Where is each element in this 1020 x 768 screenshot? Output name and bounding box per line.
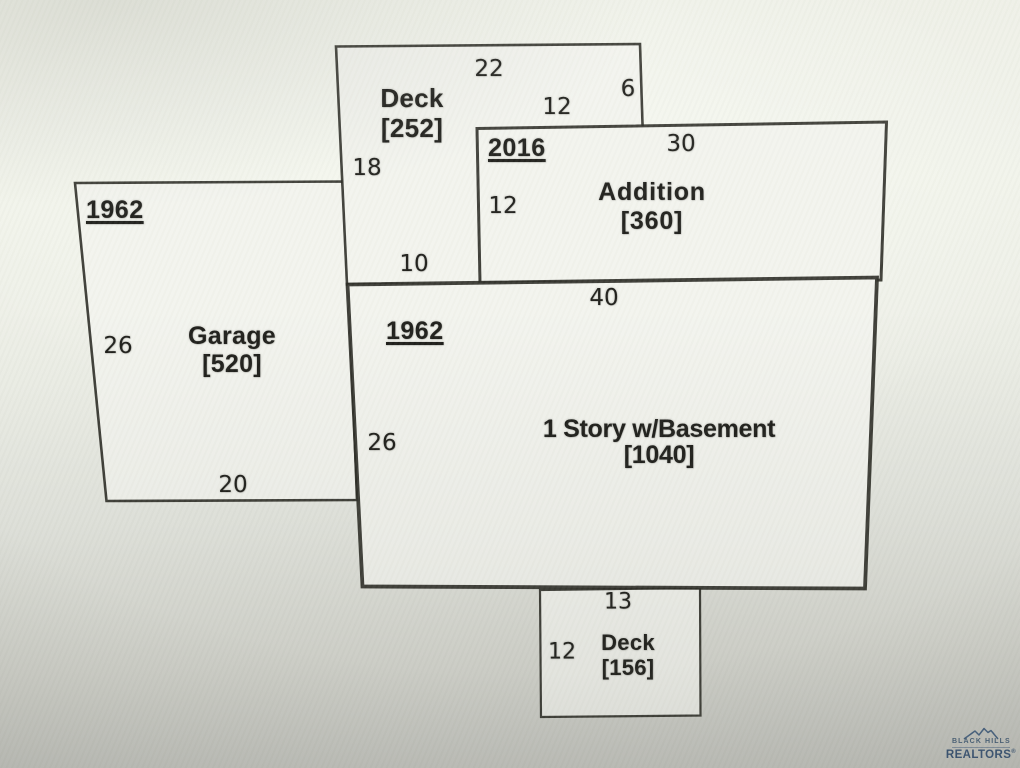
garage-area: [520]	[202, 350, 262, 378]
main-house-year: 1962	[386, 317, 444, 345]
deck-north-name: Deck	[380, 83, 444, 113]
logo-realtors-word: REALTORS	[945, 749, 1012, 761]
logo-divider	[952, 746, 1010, 748]
main-house-name: 1 Story w/Basement	[542, 415, 776, 443]
garage-year: 1962	[86, 196, 144, 224]
garage-dim-bottom: 20	[218, 472, 248, 498]
addition-dim-top: 30	[666, 131, 696, 157]
deck-north-dim-right: 6	[620, 76, 636, 102]
addition-name: Addition	[598, 178, 706, 206]
addition-dim-left: 12	[488, 193, 518, 219]
deck-south-label: Deck [156]	[601, 630, 655, 680]
main-house-label: 1 Story w/Basement [1040]	[543, 416, 775, 468]
deck-north-label: Deck [252]	[380, 83, 443, 143]
deck-north-dim-left: 18	[352, 155, 382, 181]
deck-south-area: [156]	[601, 655, 655, 680]
addition-label: Addition [360]	[598, 178, 706, 236]
realtor-logo: BLACK HILLS REALTORS®	[941, 722, 1020, 766]
garage-name: Garage	[188, 322, 276, 350]
addition-outline	[475, 120, 889, 285]
deck-south-dim-top: 13	[604, 589, 632, 615]
main-house-dim-top: 40	[589, 285, 619, 311]
deck-north-area: [252]	[380, 113, 444, 143]
garage-label: Garage [520]	[188, 322, 276, 378]
addition-area: [360]	[620, 207, 684, 235]
deck-north-dim-bottom: 10	[399, 251, 429, 277]
main-house-area: [1040]	[623, 441, 695, 469]
logo-text-black-hills: BLACK HILLS	[952, 738, 1011, 745]
addition-year: 2016	[488, 134, 546, 162]
main-house-dim-left: 26	[367, 430, 397, 456]
registered-mark: ®	[1011, 749, 1017, 756]
deck-south-dim-left: 12	[548, 639, 576, 665]
mountain-icon	[963, 727, 999, 740]
deck-north-dim-step: 12	[542, 94, 572, 120]
deck-south-name: Deck	[601, 630, 655, 655]
garage-dim-left: 26	[103, 333, 133, 359]
logo-text-realtors: REALTORS®	[946, 749, 1016, 761]
logo-brand-row: BLACK HILLS	[949, 738, 1013, 745]
main-house-outline	[345, 275, 879, 591]
deck-north-dim-top: 22	[474, 56, 504, 82]
